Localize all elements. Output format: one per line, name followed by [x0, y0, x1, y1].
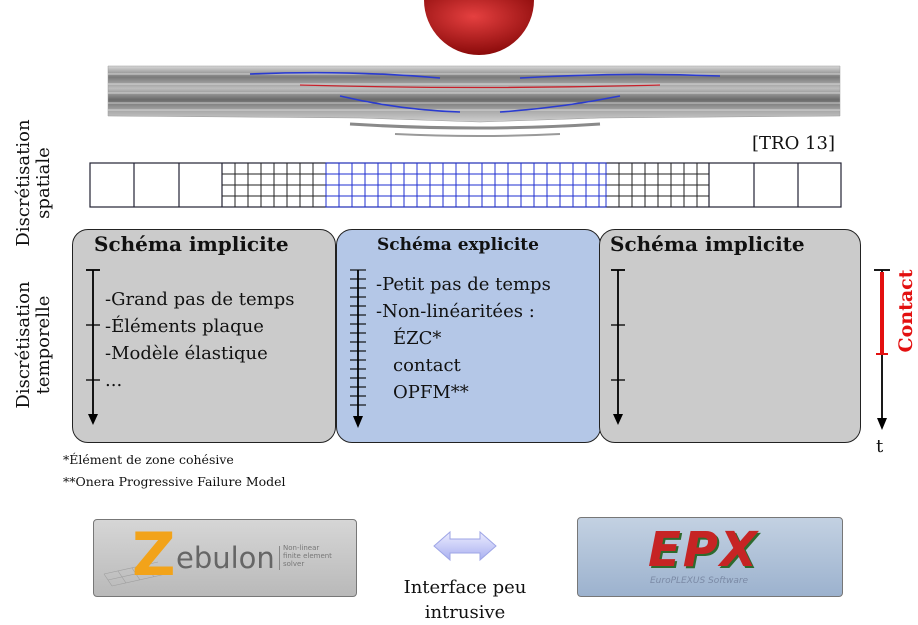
zebulon-tagline-1: Non-linear: [283, 544, 320, 552]
explicit-item-1: -Petit pas de temps: [376, 274, 551, 295]
interface-label-line1: Interface peu: [403, 577, 527, 598]
implicit-panel-left: Schéma implicite -Grand pas de temps -Él…: [72, 229, 336, 443]
explicit-item-5: OPFM**: [393, 382, 469, 403]
epx-logo: EPX EuroPLEXUS Software: [577, 517, 843, 597]
zebulon-tagline-2: finite element: [283, 552, 332, 560]
time-axis-explicit: [350, 269, 366, 428]
left-item-2: -Éléments plaque: [105, 316, 264, 337]
spatial-label-line2: spatiale: [33, 147, 54, 219]
footnote-opfm: **Onera Progressive Failure Model: [63, 474, 286, 489]
implicit-right-title: Schéma implicite: [610, 232, 805, 256]
zebulon-divider: [279, 546, 280, 570]
zebulon-tagline: Non-linear finite element solver: [283, 544, 332, 568]
spatial-label-line1: Discrétisation: [13, 119, 34, 247]
footnote-ezc: *Élément de zone cohésive: [63, 452, 234, 467]
temporal-label-line1: Discrétisation: [13, 281, 34, 409]
spatial-discretization-label: Discrétisation spatiale: [13, 119, 54, 247]
implicit-panel-right: Schéma implicite: [599, 229, 861, 443]
left-item-3: -Modèle élastique: [105, 343, 268, 364]
zebulon-mesh-icon: [103, 561, 167, 587]
epx-wordmark: EPX: [648, 522, 759, 578]
time-label: t: [876, 436, 884, 457]
impact-illustration: [107, 0, 841, 137]
left-item-1: -Grand pas de temps: [105, 289, 295, 310]
temporal-label-line2: temporelle: [33, 295, 54, 395]
explicit-title: Schéma explicite: [377, 235, 539, 255]
implicit-left-title: Schéma implicite: [94, 232, 289, 256]
time-axis-right: [611, 269, 625, 425]
explicit-item-3: ÉZC*: [393, 328, 442, 349]
contact-label: Contact: [895, 269, 917, 353]
time-axis-left: [86, 269, 100, 425]
epx-tagline: EuroPLEXUS Software: [650, 576, 749, 586]
interface-label-line2: intrusive: [424, 602, 506, 623]
explicit-item-2: -Non-linéaritées :: [376, 301, 535, 322]
interface-label: Interface peu intrusive: [378, 575, 552, 625]
impactor-sphere: [424, 0, 534, 55]
temporal-discretization-label: Discrétisation temporelle: [13, 281, 54, 409]
explicit-panel: Schéma explicite -Petit pas de temps -No…: [336, 229, 601, 443]
zebulon-z-letter: Z: [132, 520, 176, 590]
reference-citation: [TRO 13]: [752, 133, 835, 154]
global-time-axis: [874, 269, 890, 430]
explicit-item-4: contact: [393, 355, 461, 376]
double-arrow-icon: [433, 530, 497, 562]
left-item-4: ...: [105, 370, 123, 391]
zebulon-tagline-3: solver: [283, 560, 305, 568]
zebulon-logo: Z ebulon Non-linear finite element solve…: [93, 519, 357, 597]
spatial-mesh: [89, 162, 842, 208]
zebulon-wordmark: ebulon: [176, 541, 275, 575]
